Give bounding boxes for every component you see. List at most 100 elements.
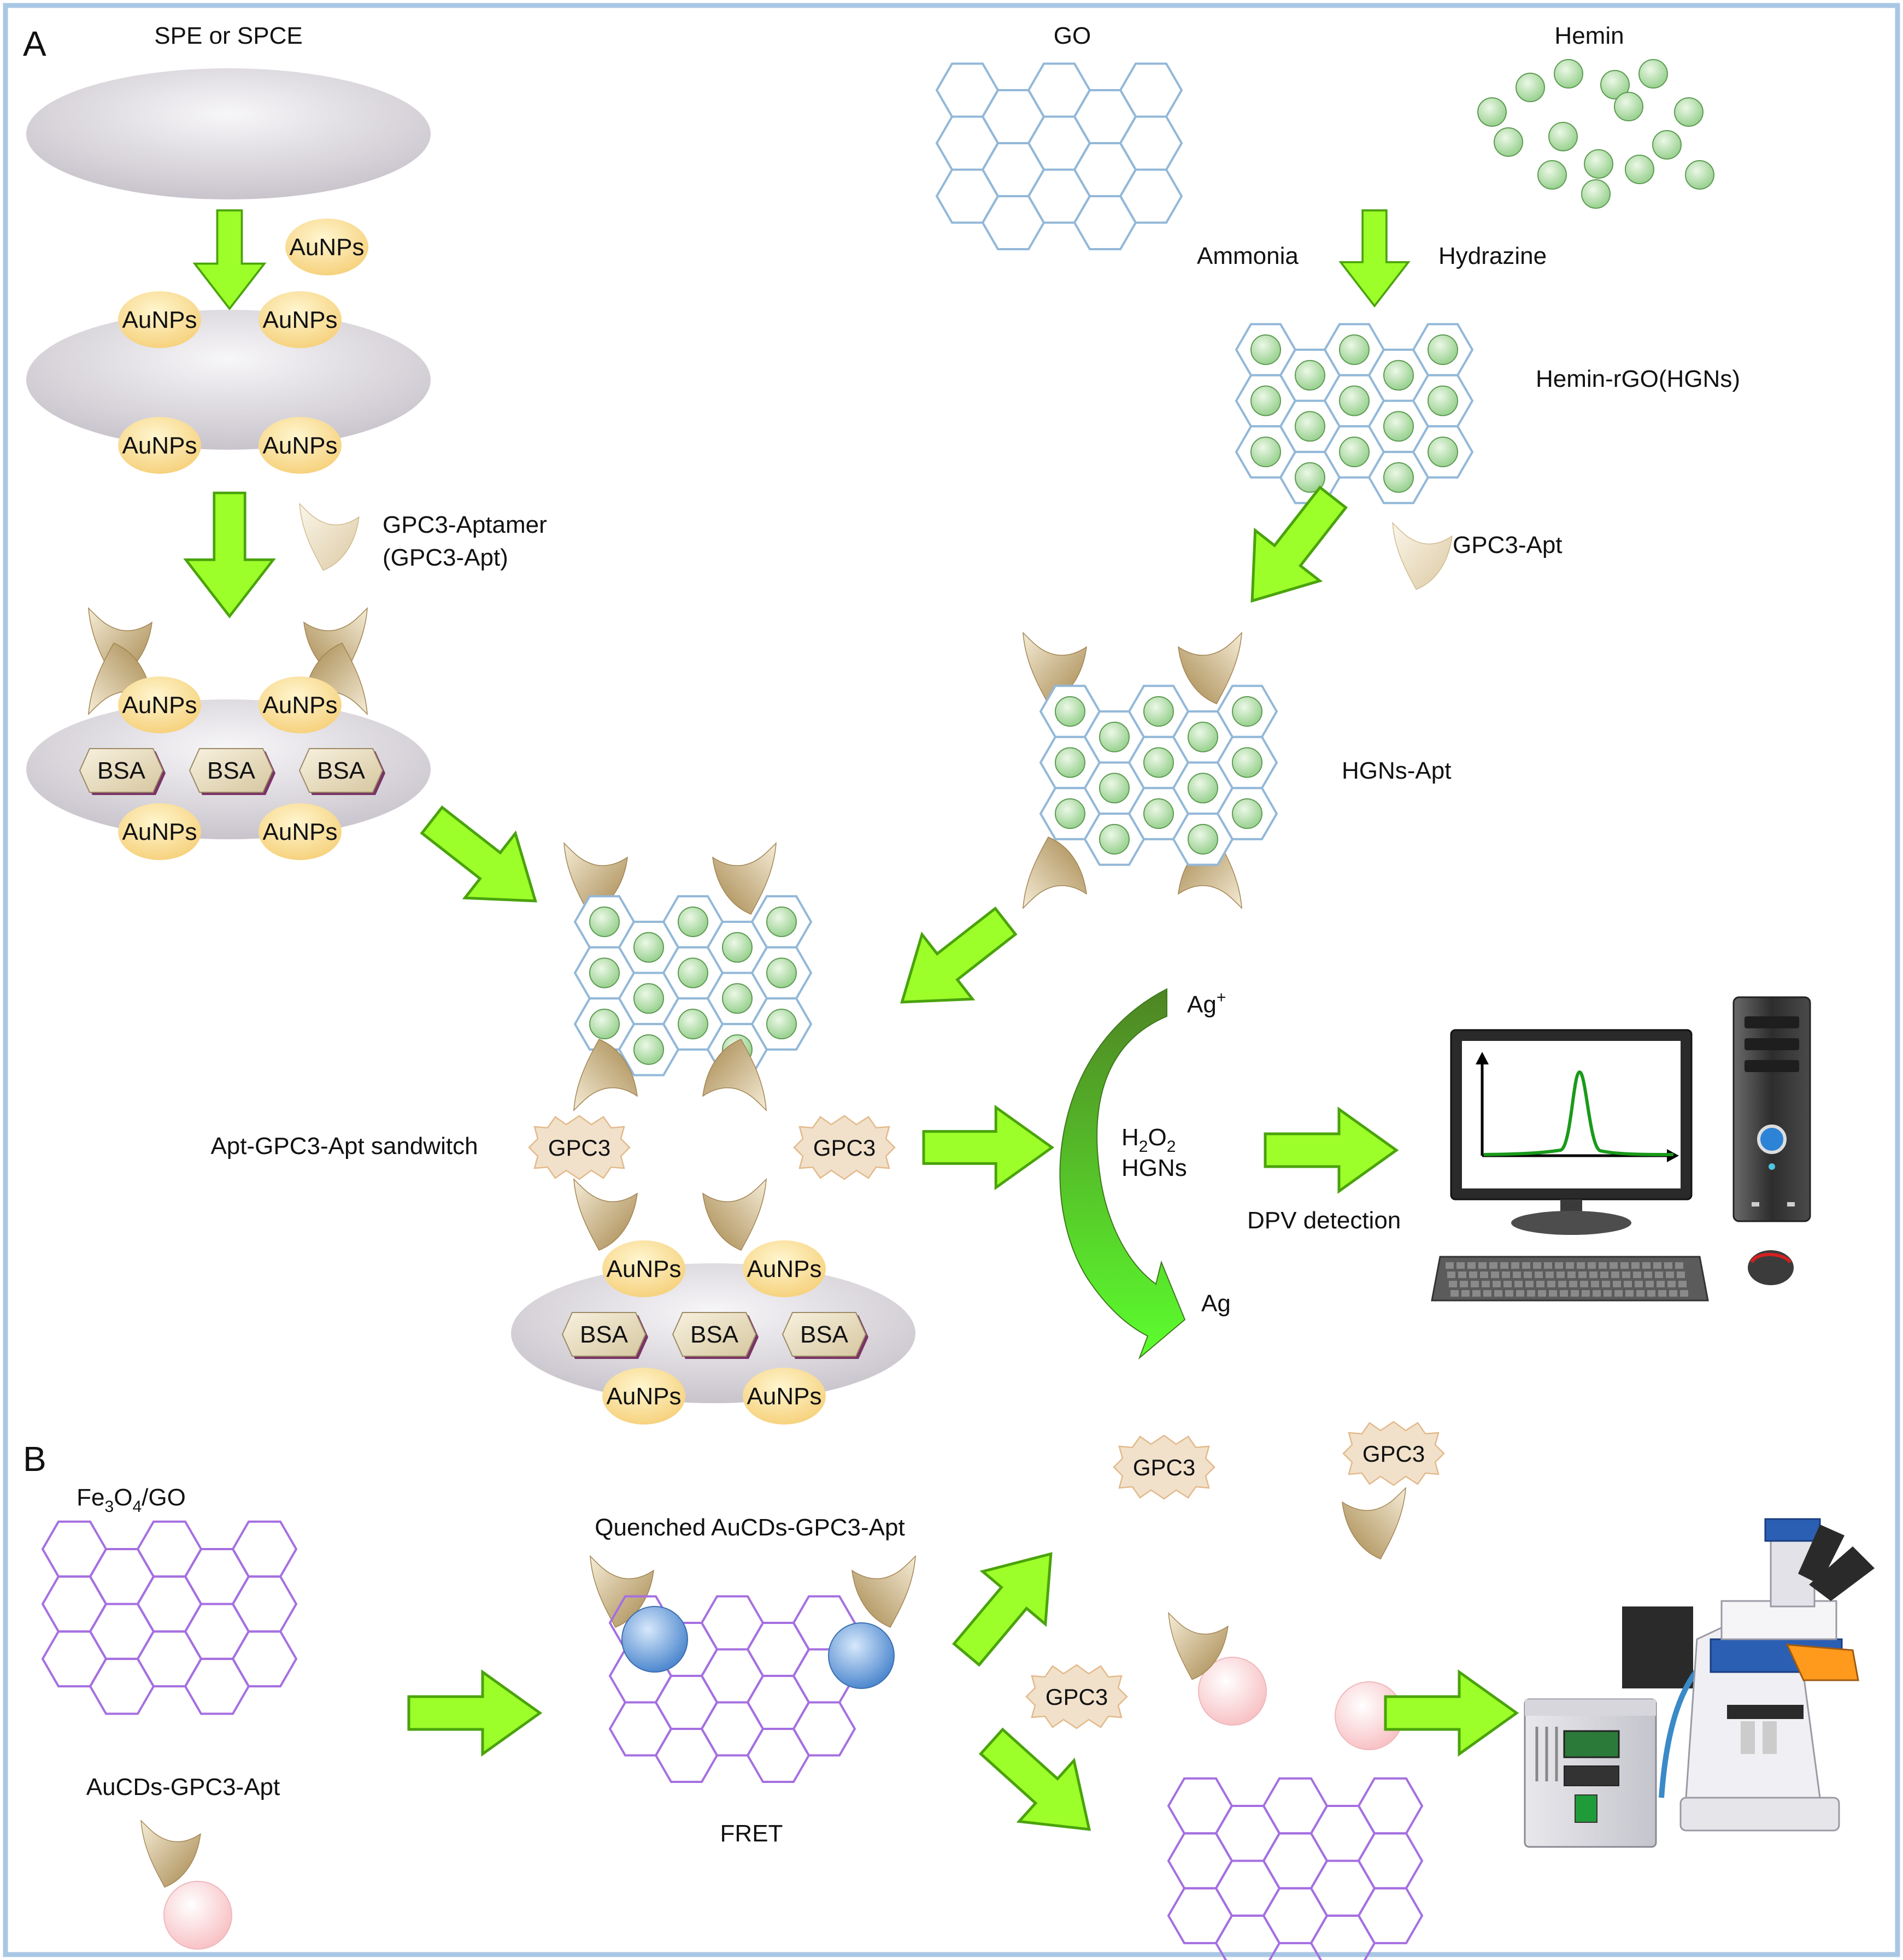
electrode-aunp — [26, 310, 431, 450]
hemin-bead — [678, 1009, 708, 1040]
panel-label-b: B — [23, 1439, 46, 1479]
hemin-bead — [1600, 70, 1630, 99]
aunps-tag: AuNPs — [122, 692, 197, 719]
label-sandwich: Apt-GPC3-Apt sandwitch — [210, 1133, 478, 1159]
label-quenched: Quenched AuCDs-GPC3-Apt — [595, 1514, 904, 1541]
fe3o4-go-sheet-free — [1167, 1777, 1424, 1960]
label-gpc3-apt: GPC3-Apt — [1453, 532, 1563, 558]
bsa-tag: BSA — [800, 1321, 849, 1348]
label-ag: Ag — [1201, 1290, 1231, 1317]
panel-label-a: A — [23, 24, 46, 63]
label-ag-plus: Ag+ — [1187, 988, 1226, 1018]
keyboard-key — [1593, 1290, 1601, 1297]
keyboard-key — [1458, 1272, 1466, 1278]
hgns-apt-complex — [1023, 632, 1278, 909]
gpc3-tag: GPC3 — [548, 1135, 610, 1161]
hemin-bead — [1625, 155, 1654, 184]
hemin-bead — [1685, 160, 1714, 190]
keyboard-key — [1633, 1272, 1641, 1278]
hemin-bead — [766, 1009, 797, 1040]
keyboard-key — [1536, 1281, 1544, 1287]
released-aucds-1: GPC3 — [1113, 1434, 1267, 1726]
hemin-bead — [678, 907, 708, 937]
hemin-bead — [1638, 59, 1668, 89]
keyboard-key — [1514, 1281, 1523, 1287]
hemin-bead — [722, 983, 753, 1014]
keyboard-key — [1602, 1281, 1610, 1287]
bsa-tag: BSA — [690, 1321, 739, 1348]
ag-reduction — [1059, 988, 1186, 1360]
keyboard-key — [1446, 1262, 1454, 1269]
keyboard-key — [1591, 1281, 1599, 1287]
keyboard-key — [1456, 1262, 1465, 1269]
keyboard-key — [1547, 1281, 1555, 1287]
hemin-bead — [1143, 696, 1174, 727]
label-h2o2: H2O2 — [1121, 1124, 1176, 1156]
keyboard-key — [1678, 1281, 1687, 1287]
keyboard-key — [1472, 1290, 1481, 1297]
keyboard-key — [1578, 1272, 1587, 1278]
keyboard-key — [1664, 1262, 1672, 1269]
microscope-icon — [1524, 1518, 1875, 1848]
keyboard-key — [1480, 1272, 1488, 1278]
fe3o4-go-sheet — [41, 1520, 298, 1715]
keyboard-key — [1647, 1290, 1655, 1297]
hemin-bead — [1428, 385, 1458, 416]
keyboard-key — [1525, 1281, 1534, 1287]
keyboard-key — [1669, 1290, 1677, 1297]
keyboard-key — [1538, 1290, 1546, 1297]
keyboard-key — [1511, 1262, 1519, 1269]
keyboard-key — [1610, 1262, 1618, 1269]
keyboard-key — [1558, 1281, 1566, 1287]
keyboard-key — [1580, 1281, 1588, 1287]
hemin-molecules — [1477, 59, 1714, 209]
hemin-bead — [722, 932, 753, 963]
keyboard-key — [1491, 1272, 1499, 1278]
keyboard-key — [1577, 1262, 1585, 1269]
bsa-tag: BSA — [97, 757, 146, 784]
label-spe: SPE or SPCE — [154, 22, 302, 49]
keyboard-key — [1600, 1272, 1608, 1278]
keyboard-key — [1544, 1262, 1552, 1269]
label-hydrazine: Hydrazine — [1438, 243, 1547, 269]
electrode-bare — [26, 68, 431, 199]
keyboard-key — [1535, 1272, 1543, 1278]
keyboard-key — [1533, 1262, 1541, 1269]
label-go: GO — [1054, 22, 1091, 49]
aucds-apt-free — [140, 1820, 232, 1950]
hemin-bead — [1099, 721, 1130, 752]
keyboard-key — [1667, 1281, 1676, 1287]
hemin-bead — [1428, 437, 1458, 468]
hemin-bead — [766, 907, 797, 937]
hemin-bead — [1537, 160, 1567, 190]
hemin-bead — [1250, 334, 1281, 365]
bsa-tag: BSA — [317, 757, 366, 784]
keyboard-key — [1505, 1290, 1513, 1297]
aunps-tag: AuNPs — [747, 1256, 822, 1282]
aunps-tag: AuNPs — [263, 819, 338, 845]
keyboard-key — [1636, 1290, 1644, 1297]
keyboard-key — [1567, 1272, 1576, 1278]
label-fret: FRET — [720, 1820, 783, 1847]
hemin-bead — [1188, 721, 1218, 752]
aunps-tag: AuNPs — [607, 1256, 682, 1282]
keyboard-key — [1549, 1290, 1557, 1297]
keyboard-key — [1588, 1262, 1596, 1269]
keyboard-key — [1524, 1272, 1532, 1278]
keyboard-key — [1604, 1290, 1612, 1297]
keyboard-key — [1657, 1281, 1665, 1287]
hemin-bead — [1143, 747, 1174, 778]
keyboard-key — [1500, 1262, 1508, 1269]
aunps-tag: AuNPs — [263, 432, 338, 459]
keyboard-key — [1666, 1272, 1674, 1278]
bsa-tag: BSA — [580, 1321, 629, 1348]
hemin-bead — [589, 1009, 620, 1040]
keyboard-key — [1653, 1262, 1661, 1269]
hemin-bead — [633, 983, 664, 1014]
hemin-bead — [1428, 334, 1458, 365]
gpc3-tag: GPC3 — [1133, 1455, 1195, 1480]
hemin-bead — [1383, 360, 1414, 391]
gpc3-tag: GPC3 — [1362, 1441, 1425, 1467]
fe3o4-hex-cell — [792, 1701, 856, 1757]
keyboard-key — [1516, 1290, 1524, 1297]
